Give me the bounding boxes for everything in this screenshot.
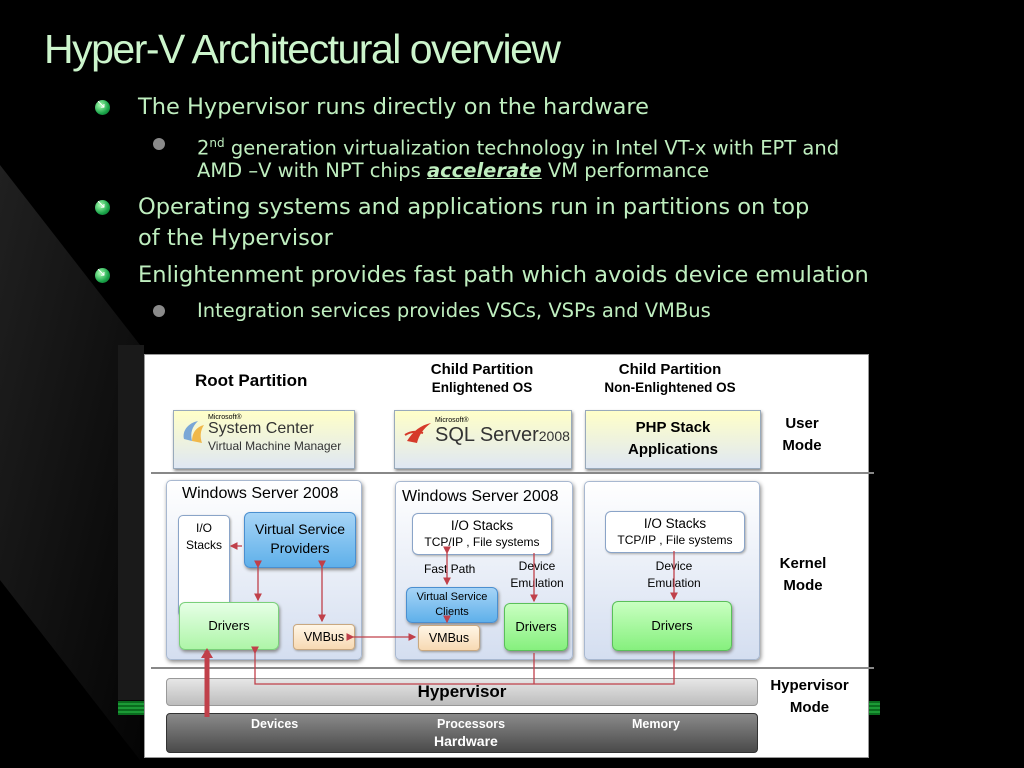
hardware-bar: Devices Processors Memory Hardware: [166, 713, 758, 753]
php-stack-line2: Applications: [627, 441, 718, 458]
system-center-box: Microsoft® System Center Virtual Machine…: [173, 410, 355, 469]
sql-server-logo-icon: [404, 423, 431, 443]
drivers-root-box: Drivers: [179, 602, 279, 650]
vmbus-root-box: VMBus: [293, 624, 355, 650]
hardware-memory: Memory: [632, 717, 680, 731]
bullet-1: The Hypervisor runs directly on the hard…: [138, 94, 649, 120]
green-bullet-icon: [95, 197, 110, 215]
io-stacks-nonen: I/O Stacks TCP/IP , File systems: [605, 511, 745, 553]
windows-server-child-title: Windows Server 2008: [402, 488, 559, 505]
device-emulation-child-label: Device Emulation: [504, 558, 570, 592]
vsc-line1: Virtual Service: [416, 591, 488, 603]
nonenlightened-kernel-box: I/O Stacks TCP/IP , File systems Device …: [584, 481, 760, 660]
system-center-small: Microsoft®: [208, 414, 242, 421]
kernel-mode-label: Kernel Mode: [767, 553, 839, 597]
kernel-mode-1: Kernel: [779, 555, 827, 572]
sql-server-main: SQL Server2008: [435, 424, 570, 447]
bullet-1a-line2-post: VM performance: [541, 159, 710, 182]
bullet-1a-sup: nd: [209, 136, 225, 150]
architecture-diagram: Root Partition Child Partition Enlighten…: [144, 354, 874, 758]
green-bullet-icon: [95, 265, 110, 283]
device-emulation-child-2: Emulation: [510, 576, 564, 590]
bullet-3: Enlightenment provides fast path which a…: [138, 262, 869, 288]
bullet-2: Operating systems and applications run i…: [138, 194, 810, 220]
child2-title: Child Partition: [618, 361, 722, 378]
kernel-mode-2: Mode: [783, 577, 823, 594]
child2-sub: Non-Enlightened OS: [604, 380, 736, 395]
system-center-logo-icon: [183, 421, 204, 443]
bullet-2-line2: of the Hypervisor: [138, 225, 333, 251]
tcp-child-label: TCP/IP , File systems: [424, 535, 540, 549]
divider-kernel-hypervisor: [151, 667, 874, 669]
bullet-1a-prefix: 2: [197, 136, 210, 160]
device-emulation-child-1: Device: [518, 559, 556, 573]
accelerate-emphasis: accelerate: [426, 159, 542, 182]
io-stacks-root-1: I/O: [195, 521, 212, 535]
gray-bullet-icon: [153, 138, 165, 150]
hypervisor-mode-1: Hypervisor: [770, 677, 849, 694]
bullet-1a: 2nd generation virtualization technology…: [197, 129, 839, 163]
virtual-service-clients-box: Virtual Service Clients: [406, 587, 498, 623]
root-partition-label: Root Partition: [195, 371, 308, 390]
connector-arrows: [201, 542, 678, 717]
child1-title: Child Partition: [430, 361, 534, 378]
vsp-line2: Providers: [270, 540, 330, 556]
child-partition-nonenlightened-label: Child Partition Non-Enlightened OS: [585, 360, 755, 395]
vsc-line2: Clients: [435, 606, 469, 618]
user-mode-label: User Mode: [767, 413, 837, 457]
child-partition-enlightened-label: Child Partition Enlightened OS: [407, 360, 557, 395]
drivers-root-label: Drivers: [208, 618, 250, 633]
php-stack-line1: PHP Stack: [635, 419, 711, 436]
bullet-3a: Integration services provides VSCs, VSPs…: [197, 299, 711, 322]
bullet-1a-text: generation virtualization technology in …: [224, 136, 840, 160]
sql-server-box: Microsoft® SQL Server2008: [394, 410, 572, 469]
io-stacks-child: I/O Stacks TCP/IP , File systems: [412, 513, 552, 555]
hardware-label: Hardware: [434, 733, 498, 749]
hypervisor-mode-label: Hypervisor Mode: [757, 675, 862, 719]
io-stacks-root-2: Stacks: [185, 538, 222, 552]
hypervisor-bar: Hypervisor: [166, 678, 758, 706]
windows-server-child-box: Windows Server 2008 I/O Stacks TCP/IP , …: [395, 481, 573, 660]
bullet-1a-line2-pre: AMD –V with NPT chips: [197, 159, 427, 182]
divider-user-kernel: [151, 472, 874, 474]
sql-server-year: 2008: [538, 428, 570, 444]
tcp-nonen-label: TCP/IP , File systems: [617, 533, 733, 547]
windows-server-root-box: Windows Server 2008 I/O Stacks Virtual S…: [166, 480, 362, 660]
slide-title: Hyper-V Architectural overview: [44, 26, 561, 72]
vsp-line1: Virtual Service: [254, 521, 345, 537]
bullet-1a-line2: AMD –V with NPT chips accelerate VM perf…: [197, 157, 709, 185]
arrow-drivers-head: [201, 648, 213, 658]
system-center-main: System Center: [208, 420, 314, 437]
drivers-child-label: Drivers: [515, 619, 557, 634]
hypervisor-mode-2: Mode: [789, 699, 830, 716]
windows-server-root-title: Windows Server 2008: [182, 485, 339, 502]
io-stacks-child-label: I/O Stacks: [450, 518, 514, 533]
hardware-devices: Devices: [251, 717, 299, 731]
green-bullet-icon: [95, 97, 110, 115]
io-stacks-nonen-label: I/O Stacks: [643, 516, 707, 531]
sql-server-small: Microsoft®: [435, 417, 469, 424]
child1-sub: Enlightened OS: [431, 380, 533, 395]
system-center-sub: Virtual Machine Manager: [208, 439, 342, 453]
php-stack-box: PHP Stack Applications: [585, 410, 761, 469]
virtual-service-providers-box: Virtual Service Providers: [244, 512, 356, 568]
drivers-nonen-label: Drivers: [651, 618, 693, 633]
user-mode-2: Mode: [782, 437, 822, 454]
vmbus-root-label: VMBus: [303, 630, 345, 644]
hypervisor-label: Hypervisor: [417, 682, 507, 701]
vmbus-child-box: VMBus: [418, 625, 480, 651]
vmbus-child-label: VMBus: [428, 631, 470, 645]
drivers-nonen-box: Drivers: [612, 601, 732, 651]
arrow-emulation-path: [251, 646, 675, 685]
io-stacks-root: I/O Stacks: [178, 515, 230, 617]
user-mode-1: User: [785, 415, 819, 432]
hardware-processors: Processors: [437, 717, 506, 731]
sql-server-name: SQL Server: [435, 424, 539, 446]
gray-bullet-icon: [153, 305, 165, 317]
drivers-child-box: Drivers: [504, 603, 568, 651]
